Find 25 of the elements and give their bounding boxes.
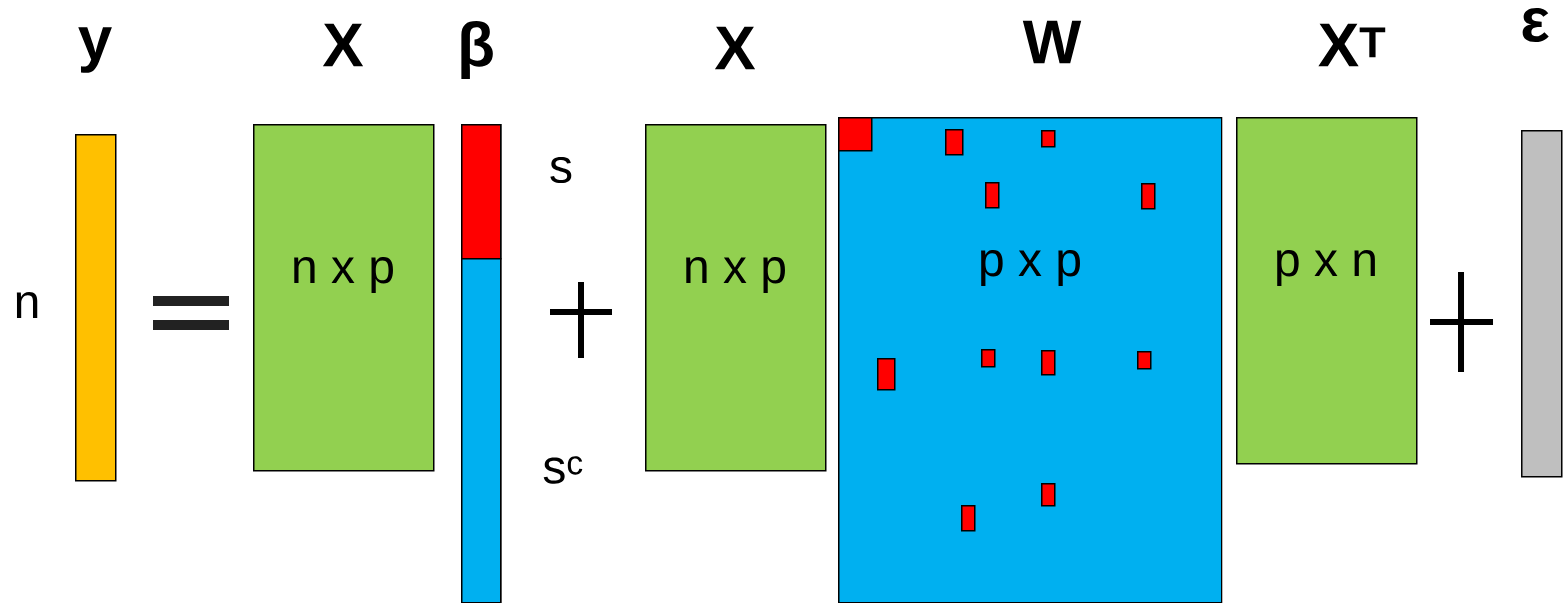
matrix-box: p x n — [1236, 117, 1418, 465]
matrix-entry — [877, 358, 896, 391]
dimension-label: s$^{c}$ — [543, 456, 583, 484]
matrix-symbol: X — [322, 23, 364, 67]
matrix-entry — [961, 505, 976, 532]
matrix-entry — [1041, 350, 1056, 376]
matrix-symbol: β — [461, 21, 493, 79]
matrix-entry — [1137, 351, 1152, 370]
dimension-label: s — [550, 156, 572, 184]
matrix-entry — [1041, 483, 1056, 507]
matrix-box: p x p — [838, 117, 1223, 603]
matrix-entry — [981, 349, 996, 368]
matrix-symbol: W — [1022, 20, 1082, 64]
matrix-box: n x p — [645, 124, 827, 472]
matrix-symbol: X — [714, 26, 756, 70]
matrix-box: n x p — [253, 124, 435, 472]
matrix-entry — [1041, 130, 1056, 148]
matrix-entry — [838, 117, 873, 152]
matrix-symbol: X$^{T}$ — [1318, 23, 1386, 67]
matrix-entry — [985, 182, 1000, 209]
matrix-symbol: ε — [1522, 8, 1549, 42]
matrix-entry — [1141, 183, 1156, 210]
matrix-symbol: y — [78, 27, 112, 73]
dimension-label: n — [16, 292, 38, 318]
matrix-entry — [945, 129, 964, 156]
